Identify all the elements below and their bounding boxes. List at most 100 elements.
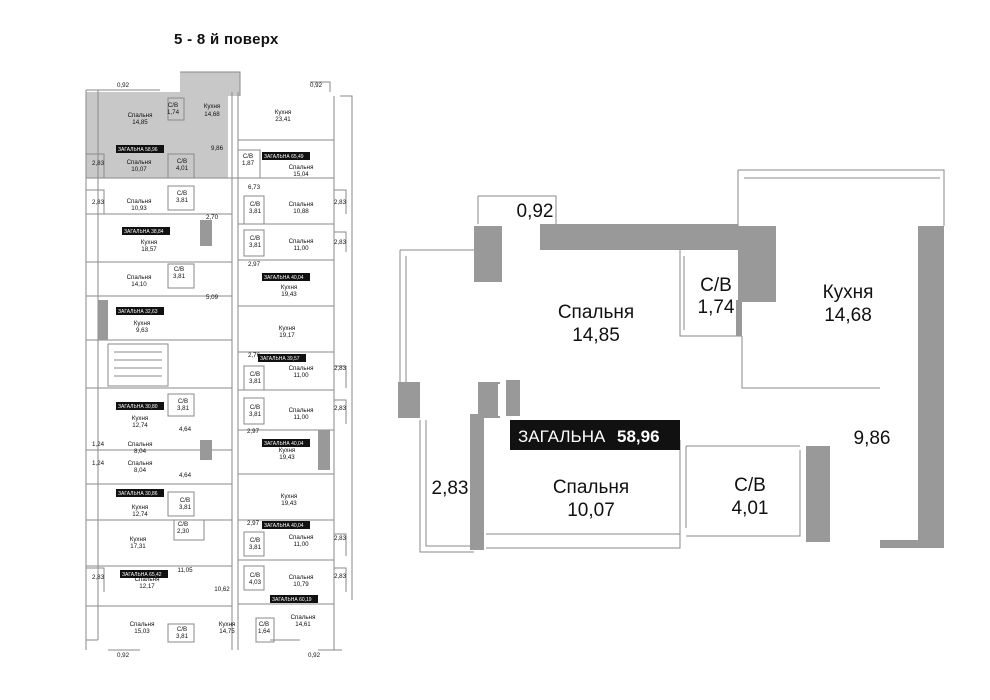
plan-room-label: Кухня bbox=[279, 447, 296, 454]
plan-room-label: 4,03 bbox=[249, 579, 262, 586]
plan-room-label: 6,73 bbox=[248, 184, 261, 191]
plan-room-label: С/В bbox=[250, 371, 260, 378]
plan-room-label: 1,87 bbox=[242, 160, 255, 167]
plan-room-label: 19,17 bbox=[279, 332, 295, 339]
plan-room-label: Спальня bbox=[289, 164, 314, 171]
plan-area-tag: ЗАГАЛЬНА 32,63 bbox=[116, 307, 164, 315]
plan-room-label: 2,83 bbox=[334, 573, 347, 580]
total-area-tag: ЗАГАЛЬНА 58,96 bbox=[510, 420, 680, 450]
plan-area-tag-text: ЗАГАЛЬНА 39,57 bbox=[260, 356, 300, 362]
plan-area-tag: ЗАГАЛЬНА 30,86 bbox=[116, 489, 164, 497]
plan-walls bbox=[85, 71, 353, 651]
plan-room-label: 3,81 bbox=[249, 544, 262, 551]
plan-area-tag: ЗАГАЛЬНА 65,49 bbox=[262, 152, 310, 160]
plan-room-label: 4,01 bbox=[176, 165, 189, 172]
bedroom-1-area: 14,85 bbox=[572, 325, 620, 346]
plan-room-label: 14,75 bbox=[219, 628, 235, 635]
plan-room-label: Спальня bbox=[289, 534, 314, 541]
plan-room-label: С/В bbox=[174, 266, 184, 273]
plan-room-label: С/В bbox=[259, 621, 269, 628]
plan-room-label: 18,57 bbox=[141, 246, 157, 253]
plan-room-label: 0,92 bbox=[117, 652, 130, 659]
plan-room-label: 9,86 bbox=[211, 145, 224, 152]
plan-room-label: 10,62 bbox=[214, 586, 230, 593]
plan-area-tag-text: ЗАГАЛЬНА 30,80 bbox=[118, 404, 158, 410]
plan-room-label: 23,41 bbox=[275, 116, 291, 123]
bedroom-1-name: Спальня bbox=[558, 302, 634, 323]
plan-room-label: 11,05 bbox=[177, 567, 193, 574]
plan-room-label: Спальня bbox=[128, 441, 153, 448]
plan-room-label: Кухня bbox=[134, 320, 151, 327]
plan-room-label: 3,81 bbox=[249, 411, 262, 418]
plan-room-label: С/В bbox=[177, 190, 187, 197]
plan-room-label: Кухня bbox=[132, 415, 149, 422]
plan-room-label: Кухня bbox=[219, 621, 236, 628]
plan-area-tag-text: ЗАГАЛЬНА 40,04 bbox=[264, 275, 304, 281]
plan-room-label: 2,83 bbox=[92, 574, 105, 581]
plan-room-label: С/В bbox=[250, 537, 260, 544]
plan-room-label: 11,00 bbox=[293, 372, 309, 379]
total-area-label: ЗАГАЛЬНА bbox=[518, 427, 606, 446]
plan-area-tag: ЗАГАЛЬНА 65,42 bbox=[120, 570, 168, 578]
kitchen-area: 14,68 bbox=[824, 305, 872, 326]
bedroom-2-name: Спальня bbox=[553, 477, 629, 498]
plan-room-label: 5,09 bbox=[206, 294, 219, 301]
plan-area-tag-text: ЗАГАЛЬНА 60,19 bbox=[272, 597, 312, 603]
bathroom-1-area: 1,74 bbox=[698, 297, 735, 318]
plan-room-label: Кухня bbox=[141, 239, 158, 246]
plan-room-label: С/В bbox=[243, 153, 253, 160]
plan-room-label: Кухня bbox=[204, 103, 221, 110]
plan-room-label: 15,03 bbox=[134, 628, 150, 635]
plan-room-label: 2,83 bbox=[334, 365, 347, 372]
plan-room-label: Спальня bbox=[130, 621, 155, 628]
plan-area-tag: ЗАГАЛЬНА 40,04 bbox=[262, 273, 310, 281]
plan-room-label: 15,04 bbox=[293, 171, 309, 178]
plan-area-tag: ЗАГАЛЬНА 39,57 bbox=[258, 354, 306, 362]
bathroom-2-area: 4,01 bbox=[732, 498, 769, 519]
plan-room-label: С/В bbox=[250, 201, 260, 208]
plan-area-tag: ЗАГАЛЬНА 58,96 bbox=[116, 145, 164, 153]
plan-room-label: Спальня bbox=[289, 574, 314, 581]
plan-area-tag-text: ЗАГАЛЬНА 58,96 bbox=[118, 147, 158, 153]
plan-room-label: Спальня bbox=[289, 365, 314, 372]
plan-room-label: 1,24 bbox=[92, 441, 105, 448]
bedroom-2-area: 10,07 bbox=[567, 500, 615, 521]
plan-room-label: 3,81 bbox=[176, 197, 189, 204]
plan-room-label: 11,00 bbox=[293, 245, 309, 252]
loggia-right-area: 9,86 bbox=[854, 428, 891, 449]
plan-room-label: С/В bbox=[250, 235, 260, 242]
detail-walls bbox=[398, 169, 945, 553]
plan-room-label: Спальня bbox=[291, 614, 316, 621]
plan-room-label: Спальня bbox=[127, 198, 152, 205]
plan-room-label: С/В bbox=[250, 572, 260, 579]
plan-room-label: Спальня bbox=[289, 407, 314, 414]
plan-room-label: 12,74 bbox=[132, 511, 148, 518]
plan-room-label: 0,92 bbox=[310, 82, 323, 89]
plan-room-label: 4,64 bbox=[179, 472, 192, 479]
plan-room-label: 2,83 bbox=[92, 199, 105, 206]
plan-room-label: 1,64 bbox=[258, 628, 271, 635]
plan-room-label: 3,81 bbox=[179, 504, 192, 511]
plan-room-label: 10,88 bbox=[293, 208, 309, 215]
plan-room-label: 3,81 bbox=[177, 405, 190, 412]
plan-room-label: 2,97 bbox=[247, 520, 260, 527]
plan-room-label: Кухня bbox=[130, 536, 147, 543]
plan-room-label: 2,76 bbox=[248, 352, 261, 359]
plan-area-tag-text: ЗАГАЛЬНА 32,63 bbox=[118, 309, 158, 315]
plan-area-tag: ЗАГАЛЬНА 30,80 bbox=[116, 402, 164, 410]
loggia-left-area: 2,83 bbox=[432, 478, 469, 499]
balcony-top-area: 0,92 bbox=[517, 201, 554, 222]
plan-room-label: 3,81 bbox=[173, 273, 186, 280]
plan-room-label: 2,97 bbox=[247, 428, 260, 435]
plan-room-label: Кухня bbox=[281, 284, 298, 291]
plan-room-label: С/В bbox=[178, 398, 188, 405]
plan-area-tag: ЗАГАЛЬНА 40,04 bbox=[262, 439, 310, 447]
bathroom-1-name: С/В bbox=[700, 275, 732, 296]
bathroom-2-name: С/В bbox=[734, 475, 766, 496]
plan-room-label: 17,31 bbox=[130, 543, 146, 550]
plan-room-label: 8,04 bbox=[134, 467, 147, 474]
plan-room-label: 10,79 bbox=[293, 581, 309, 588]
